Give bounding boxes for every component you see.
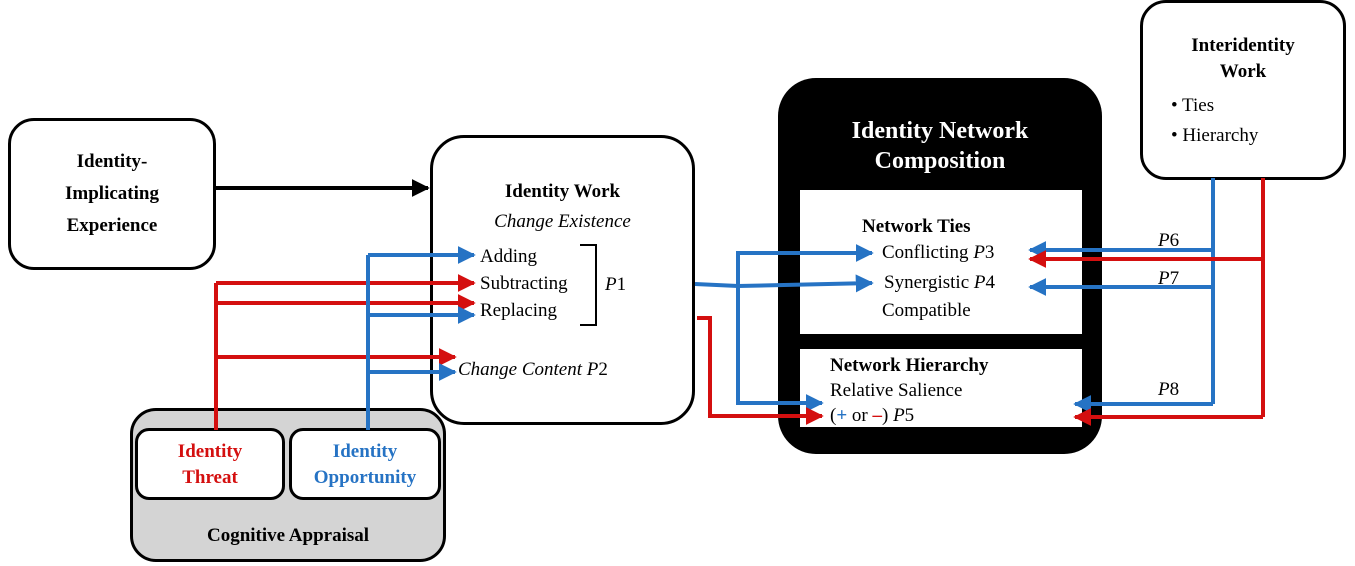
synergistic-label: Synergistic P4 xyxy=(884,272,996,293)
change-existence-label: Change Existence xyxy=(494,211,631,232)
work-to-synergistic-arrow xyxy=(694,274,874,293)
compatible-label: Compatible xyxy=(882,300,971,321)
experience-line-2: Implicating xyxy=(65,183,159,204)
interidentity-work-box: Interidentity Work • Ties • Hierarchy xyxy=(1140,0,1346,180)
work-to-hierarchy-red-arrow xyxy=(697,316,824,425)
identity-opportunity-line-2: Opportunity xyxy=(313,467,417,488)
p1-bracket xyxy=(580,244,597,326)
salience-sign-label: (+ or –) P5 xyxy=(830,405,915,426)
experience-box: Identity- Implicating Experience xyxy=(8,118,216,270)
experience-line-3: Experience xyxy=(66,215,158,236)
work-to-conflicting-arrow xyxy=(736,244,874,286)
p1-label: P1 xyxy=(605,274,627,295)
interidentity-title-line-1: Interidentity xyxy=(1191,35,1295,56)
identity-threat-line-1: Identity xyxy=(177,441,243,462)
work-to-hierarchy-blue-arrow xyxy=(736,286,824,412)
cognitive-appraisal-title: Cognitive Appraisal xyxy=(206,525,370,546)
conflicting-label: Conflicting P3 xyxy=(882,242,995,263)
experience-line-1: Identity- xyxy=(76,151,148,172)
replacing-label: Replacing xyxy=(480,300,558,321)
network-hierarchy-box: Network Hierarchy Relative Salience (+ o… xyxy=(800,349,1082,427)
identity-opportunity-box: Identity Opportunity xyxy=(289,428,441,500)
adding-label: Adding xyxy=(480,246,537,267)
subtracting-label: Subtracting xyxy=(480,273,568,294)
interidentity-bullet-ties: • Ties xyxy=(1171,95,1215,116)
identity-work-title: Identity Work xyxy=(504,181,621,202)
identity-threat-line-2: Threat xyxy=(182,467,238,488)
relative-salience-label: Relative Salience xyxy=(830,380,963,401)
p6-label: P6 xyxy=(1158,230,1180,251)
network-title-line-2: Composition xyxy=(874,148,1006,174)
network-title-line-1: Identity Network xyxy=(851,118,1029,144)
network-ties-title: Network Ties xyxy=(862,216,971,237)
interidentity-bullet-hierarchy: • Hierarchy xyxy=(1171,125,1259,146)
p8-label: P8 xyxy=(1158,379,1180,400)
identity-threat-box: Identity Threat xyxy=(135,428,285,500)
interidentity-title-line-2: Work xyxy=(1219,61,1267,82)
network-hierarchy-title: Network Hierarchy xyxy=(830,355,989,376)
p7-label: P7 xyxy=(1158,268,1180,289)
change-content-label: Change Content P2 xyxy=(458,359,608,380)
identity-opportunity-line-1: Identity xyxy=(332,441,398,462)
